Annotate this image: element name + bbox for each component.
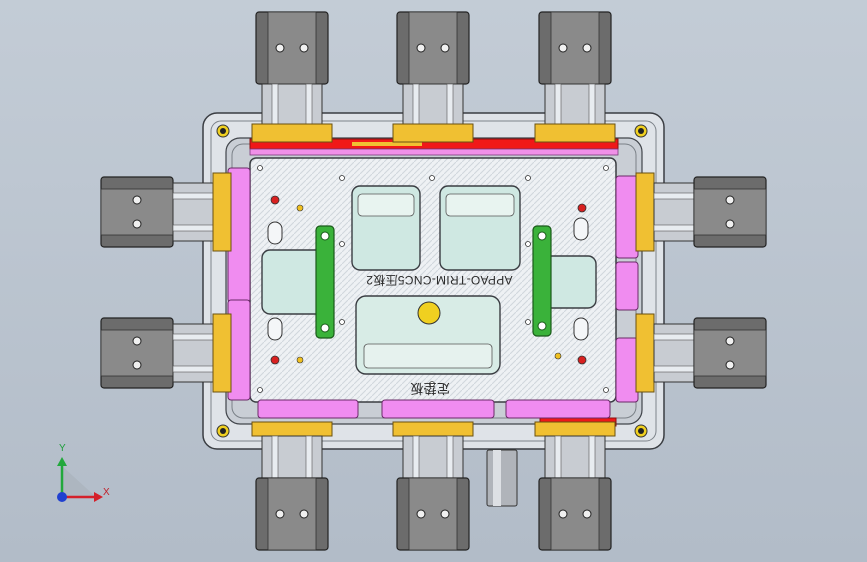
cylinder-bottom-1 <box>251 421 333 551</box>
cylinder-left-1 <box>100 172 232 252</box>
part-number-engraving: APPAO-TRIM-CNC5压板2 <box>366 273 513 287</box>
plate-pockets <box>261 185 597 375</box>
cylinder-left-2 <box>100 313 232 393</box>
cylinder-right-1 <box>635 172 767 252</box>
locating-post <box>486 449 518 507</box>
cylinder-top-1 <box>251 11 333 143</box>
green-clamp-right <box>532 225 552 337</box>
axis-x-label: X <box>103 487 110 498</box>
green-clamp-left <box>315 225 335 339</box>
cylinder-bottom-2 <box>392 421 474 551</box>
plate-slots <box>267 217 589 341</box>
pink-pads <box>227 167 639 419</box>
center-locating-pin <box>417 301 441 325</box>
cylinder-right-2 <box>635 313 767 393</box>
cylinder-bottom-3 <box>534 421 616 551</box>
plate-name-engraving: 定垫板 <box>410 381 450 396</box>
corner-bolt-holes <box>216 124 648 438</box>
plate-holes <box>257 165 609 393</box>
axis-triad <box>57 457 103 502</box>
cylinder-top-2 <box>392 11 474 143</box>
cylinder-top-3 <box>534 11 616 143</box>
axis-y-label: Y <box>59 443 66 454</box>
